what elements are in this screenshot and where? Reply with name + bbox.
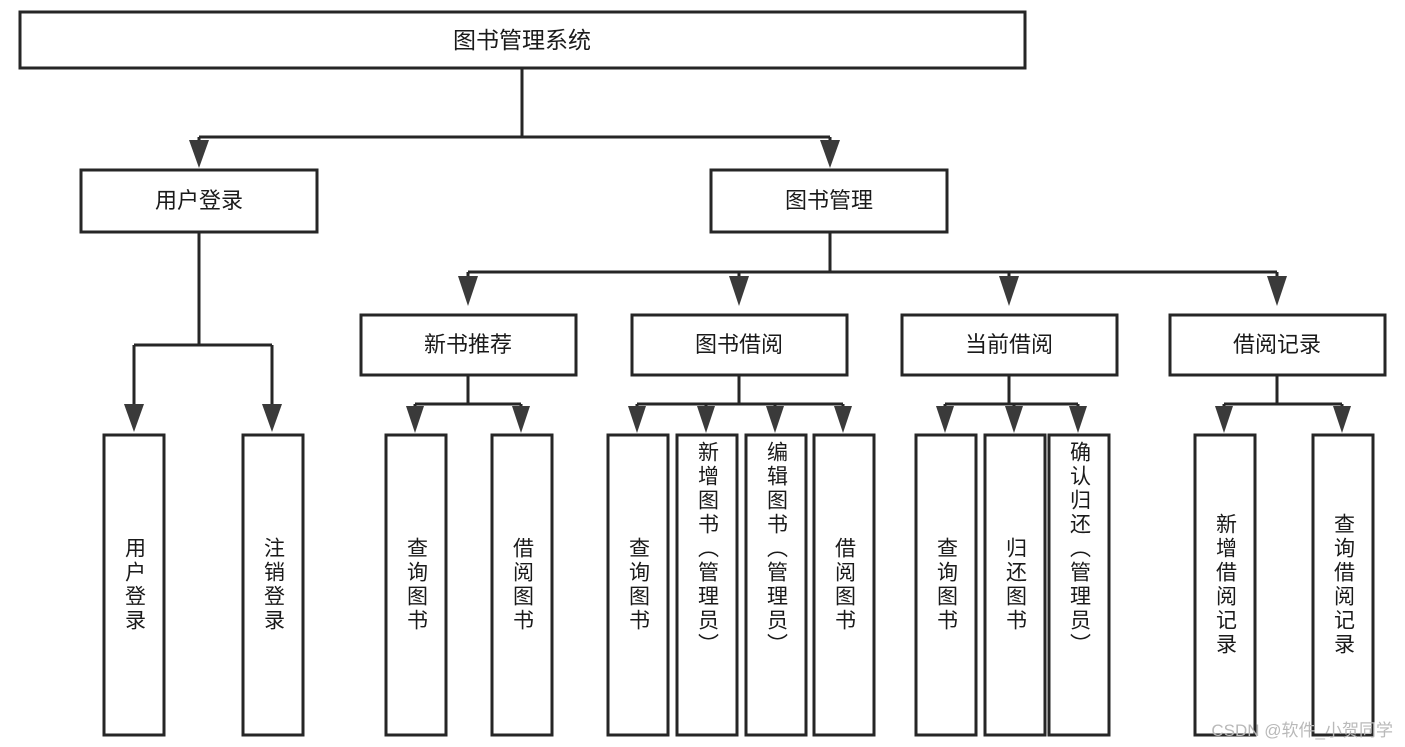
node-leaf-borrow-book-2-box[interactable] bbox=[812, 433, 876, 737]
node-borrow-record-box[interactable] bbox=[1168, 313, 1387, 377]
node-book-borrow-label: 图书借阅 bbox=[695, 332, 783, 357]
arrowheads bbox=[124, 140, 1351, 433]
node-current-borrow-label: 当前借阅 bbox=[965, 332, 1053, 357]
node-root-box[interactable] bbox=[18, 10, 1027, 70]
arrow-to-recommend-icon bbox=[458, 276, 478, 306]
node-leaf-add-record-box[interactable] bbox=[1193, 433, 1257, 737]
node-leaf-edit-book-box[interactable] bbox=[744, 433, 808, 737]
node-root-label: 图书管理系统 bbox=[453, 27, 591, 53]
node-leaf-query-record-box[interactable] bbox=[1311, 433, 1375, 737]
arrow-to-add-book-icon bbox=[697, 406, 715, 433]
arrow-to-book-manage-icon bbox=[820, 140, 840, 168]
arrow-to-add-record-icon bbox=[1215, 406, 1233, 433]
node-leaf-borrow-book-1-box[interactable] bbox=[490, 433, 554, 737]
node-book-borrow-box[interactable] bbox=[630, 313, 849, 377]
node-book-manage-box[interactable] bbox=[709, 168, 949, 234]
node-leaf-return-book-box[interactable] bbox=[983, 433, 1047, 737]
node-user-login-label: 用户登录 bbox=[155, 188, 243, 213]
node-leaf-confirm-return-box[interactable] bbox=[1047, 433, 1111, 737]
node-new-book-recommend-box[interactable] bbox=[359, 313, 578, 377]
arrow-to-leaf-user-logout-icon bbox=[262, 404, 282, 432]
arrow-to-query-book-1-icon bbox=[406, 406, 424, 433]
arrow-to-borrow-book-1-icon bbox=[512, 406, 530, 433]
node-user-login-box[interactable] bbox=[79, 168, 319, 234]
arrow-to-query-book-2-icon bbox=[628, 406, 646, 433]
arrow-to-user-login-icon bbox=[189, 140, 209, 168]
node-leaf-query-book-2-box[interactable] bbox=[606, 433, 670, 737]
csdn-watermark: CSDN @软件_小贺同学 bbox=[1211, 721, 1393, 740]
node-book-manage-label: 图书管理 bbox=[785, 188, 873, 213]
arrow-to-query-record-icon bbox=[1333, 406, 1351, 433]
node-leaf-user-logout-box[interactable] bbox=[241, 433, 305, 737]
arrow-to-current-icon bbox=[999, 276, 1019, 306]
arrow-to-return-book-icon bbox=[1005, 406, 1023, 433]
node-leaf-add-book-box[interactable] bbox=[675, 433, 739, 737]
arrow-to-borrow-book-2-icon bbox=[834, 406, 852, 433]
arrow-to-query-book-3-icon bbox=[936, 406, 954, 433]
node-borrow-record-label: 借阅记录 bbox=[1233, 332, 1321, 357]
arrow-to-confirm-return-icon bbox=[1069, 406, 1087, 433]
arrow-to-record-icon bbox=[1267, 276, 1287, 306]
node-current-borrow-box[interactable] bbox=[900, 313, 1119, 377]
node-new-book-recommend-label: 新书推荐 bbox=[424, 332, 512, 357]
arrow-to-leaf-user-login-icon bbox=[124, 404, 144, 432]
node-leaf-user-login-box[interactable] bbox=[102, 433, 166, 737]
arrow-to-edit-book-icon bbox=[766, 406, 784, 433]
arrow-to-borrow-icon bbox=[729, 276, 749, 306]
node-boxes: 图书管理系统 用户登录 图书管理 新书推荐 图书借阅 当前借阅 借阅记录 bbox=[18, 10, 1387, 737]
node-leaf-query-book-3-box[interactable] bbox=[914, 433, 978, 737]
node-leaf-query-book-1-box[interactable] bbox=[384, 433, 448, 737]
